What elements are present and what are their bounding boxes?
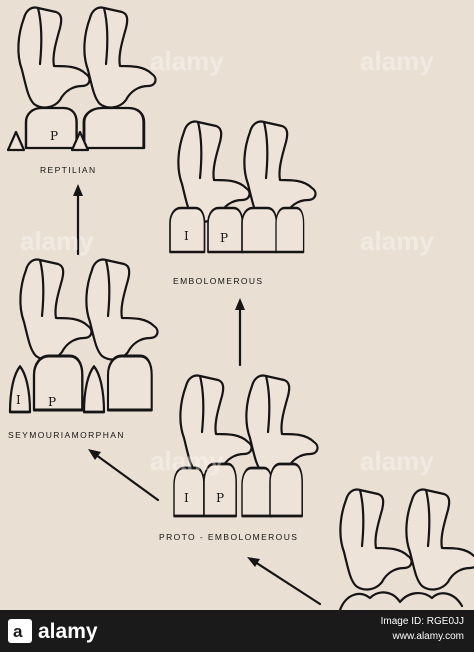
intercentrum-letter: I: [16, 393, 21, 407]
pleurocentrum-letter: P: [48, 395, 56, 409]
seymouriamorphan-vertebrae: I P: [8, 258, 159, 414]
arrow-proto-to-embolomerous: [235, 298, 245, 367]
arrow-seymouriamorphan-to-reptilian: [73, 184, 83, 256]
svg-text:alamy: alamy: [150, 446, 224, 476]
image-id: Image ID: RGE0JJ: [380, 616, 464, 627]
svg-text:alamy: alamy: [360, 226, 434, 256]
pleurocentrum-letter: P: [216, 491, 224, 505]
image-id-block: Image ID: RGE0JJ www.alamy.com: [381, 614, 464, 644]
alamy-logo: a alamy: [8, 619, 98, 643]
svg-text:alamy: alamy: [38, 620, 98, 643]
proto-embolomerous-vertebrae: I P: [172, 374, 319, 518]
arrow-proto-to-seymouriamorphan: [88, 449, 160, 502]
svg-text:alamy: alamy: [360, 446, 434, 476]
embolomerous-vertebrae: I P: [168, 120, 317, 254]
svg-text:alamy: alamy: [360, 46, 434, 76]
label-proto-embolomerous: PROTO - EMBOLOMEROUS: [159, 532, 298, 542]
vertebrae-evolution-diagram: P REPTILIAN I P EMBOLOMEROUS I P SEYMOUR…: [6, 6, 474, 610]
pleurocentrum-letter: P: [220, 231, 228, 245]
svg-text:alamy: alamy: [150, 46, 224, 76]
svg-text:a: a: [13, 622, 23, 641]
stock-footer-bar: a alamy Image ID: RGE0JJ www.alamy.com: [0, 610, 474, 652]
watermark-layer: alamy alamy alamy alamy alamy alamy: [20, 46, 434, 476]
site-url: www.alamy.com: [392, 631, 465, 642]
intercentrum-letter: I: [184, 491, 189, 505]
svg-text:alamy: alamy: [20, 226, 94, 256]
label-embolomerous: EMBOLOMEROUS: [173, 276, 263, 286]
primitive-vertebrae-partial: [338, 488, 474, 610]
label-seymouriamorphan: SEYMOURIAMORPHAN: [8, 430, 125, 440]
pleurocentrum-letter: P: [50, 129, 58, 143]
arrow-primitive-to-proto: [247, 557, 322, 606]
label-reptilian: REPTILIAN: [40, 165, 97, 175]
reptilian-vertebrae: P: [6, 6, 157, 152]
intercentrum-letter: I: [184, 229, 189, 243]
